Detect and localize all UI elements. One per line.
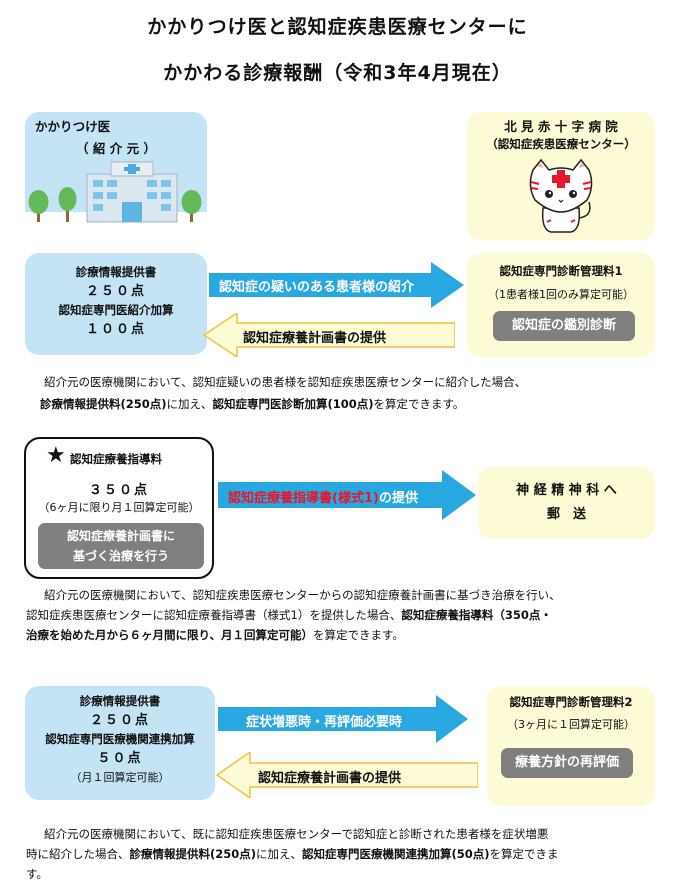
section3-plan-arrow-label: 認知症療養計画書の提供: [258, 771, 402, 786]
section1-plan-arrow: 認知症療養計画書の提供: [203, 313, 455, 357]
page-title-line2: かかわる診療報酬（令和3年4月現在）: [163, 62, 512, 84]
section1-referral-fees: 診療情報提供書 ２５０点 認知症専門医紹介加算 １００点: [25, 253, 207, 355]
section2-guidance-note: （6ヶ月に限り月１回算定可能）: [38, 501, 200, 514]
section2-psychiatry-line1: 神 経 精 神 科 へ: [516, 483, 617, 498]
section1-referral-arrow-label: 認知症の疑いのある患者様の紹介: [219, 280, 415, 295]
page-title-line1: かかりつけ医と認知症疾患医療センターに: [147, 16, 528, 38]
referrer-box: かかりつけ医 （ 紹 介 元 ）: [25, 112, 207, 232]
section2-guidance-box: ★ 認知症療養指導料 ３５０点 （6ヶ月に限り月１回算定可能） 認知症療養計画書…: [24, 437, 214, 579]
section1-para-bold2: 認知症専門医診断加算(100点): [212, 397, 374, 411]
cat-mascot-icon: [529, 158, 593, 233]
section2-treatment-line1: 認知症療養計画書に: [66, 529, 175, 543]
section1-fee2-name: 認知症専門医紹介加算: [58, 303, 174, 317]
section2-guidance-fee: 認知症療養指導料: [70, 452, 162, 466]
section3-para-line1: 紹介元の医療機関において、既に認知症疾患医療センターで認知症と診断された患者様を…: [44, 827, 549, 841]
section3-rereferral-arrow-label: 症状増悪時・再評価必要時: [246, 715, 403, 730]
section3-referral-fees: 診療情報提供書 ２５０点 認知症専門医療機関連携加算 ５０点 （月１回算定可能）: [25, 686, 215, 800]
section3-para-mid: に加え、: [256, 847, 303, 861]
section2-document-arrow: 認知症療養指導書(様式1)の提供: [218, 470, 476, 520]
section3-fee1-points: ２５０点: [89, 713, 150, 728]
section1-diagnosis-fee: 認知症専門診断管理料1: [499, 264, 623, 278]
section1-para-end: を算定できます。: [373, 397, 465, 411]
section3-reassessment-badge: 療養方針の再評価: [501, 748, 633, 778]
section2-para-bold2: 治療を始めた月から６ヶ月間に限り、月１回算定可能）: [26, 628, 314, 642]
center-name: 北 見 赤 十 字 病 院: [504, 119, 618, 134]
section1-diagnosis-box: 認知症専門診断管理料1 （1患者様1回のみ算定可能） 認知症の鑑別診断: [467, 253, 655, 357]
section3-rereferral-arrow: 症状増悪時・再評価必要時: [218, 695, 468, 743]
section1-differential-diagnosis-badge: 認知症の鑑別診断: [493, 311, 635, 341]
section1-para-bold1: 診療情報提供料(250点): [40, 397, 167, 411]
section1-referral-arrow: 認知症の疑いのある患者様の紹介: [209, 262, 464, 308]
section3-diagnosis-note: （3ヶ月に１回算定可能）: [507, 718, 635, 731]
section3-explanation: 紹介元の医療機関において、既に認知症疾患医療センターで認知症と診断された患者様を…: [26, 824, 666, 884]
section3-diagnosis-fee: 認知症専門診断管理料2: [509, 695, 633, 709]
referrer-label: かかりつけ医: [35, 119, 111, 134]
section2-psychiatry-box: 神 経 精 神 科 へ 郵 送: [478, 467, 655, 539]
section2-para-line2: 認知症疾患医療センターに認知症療養指導書（様式1）を提供した場合、: [26, 608, 402, 622]
section3-fee1-name: 診療情報提供書: [79, 694, 161, 708]
section2-treatment-line2: 基づく治療を行う: [72, 549, 169, 563]
section2-guidance-points: ３５０点: [88, 483, 149, 498]
section2-para-end: を算定できます。: [313, 628, 404, 642]
section1-fee1-points: ２５０点: [85, 284, 146, 299]
tree-icon: [28, 187, 202, 222]
section1-explanation: 紹介元の医療機関において、認知症疑いの患者様を認知症疾患医療センターに紹介した場…: [40, 372, 664, 414]
center-box: 北 見 赤 十 字 病 院 （認知症疾患医療センター）: [467, 112, 655, 240]
section2-para-bold1: 認知症療養指導料（350点・: [401, 608, 552, 622]
section2-document-suffix: の提供: [378, 491, 418, 506]
section3-fee2-name: 認知症専門医療機関連携加算: [45, 732, 195, 746]
section3-reassessment-box: 認知症専門診断管理料2 （3ヶ月に１回算定可能） 療養方針の再評価: [487, 686, 655, 806]
section3-para-bold2: 認知症専門医療機関連携加算(50点): [302, 847, 490, 861]
section3-fee2-points: ５０点: [97, 751, 143, 766]
section2-para-line1: 紹介元の医療機関において、認知症疾患医療センターからの認知症療養計画書に基づき治…: [44, 588, 561, 602]
section1-para-mid: に加え、: [166, 397, 213, 411]
section3-para-line2: 時に紹介した場合、: [26, 847, 130, 861]
section3-fee2-note: （月１回算定可能）: [70, 771, 170, 784]
section3-para-bold1: 診療情報提供料(250点): [129, 847, 257, 861]
section1-para-line1: 紹介元の医療機関において、認知症疑いの患者様を認知症疾患医療センターに紹介した場…: [44, 375, 527, 389]
section2-psychiatry-line2: 郵 送: [546, 507, 586, 522]
section2-document-name: 認知症療養指導書(様式1): [228, 491, 379, 506]
section2-explanation: 紹介元の医療機関において、認知症疾患医療センターからの認知症療養計画書に基づき治…: [26, 585, 666, 645]
section3-para-end: を算定できま: [489, 847, 559, 861]
section1-fee2-points: １００点: [85, 322, 146, 337]
star-icon: ★: [46, 443, 66, 468]
hospital-building-icon: [25, 161, 207, 232]
section1-fee1-name: 診療情報提供書: [75, 265, 157, 279]
section3-plan-arrow: 認知症療養計画書の提供: [216, 752, 478, 798]
center-type: （認知症疾患医療センター）: [486, 137, 636, 151]
section2-treatment-badge: 認知症療養計画書に 基づく治療を行う: [38, 523, 204, 569]
section2-document-arrow-label: 認知症療養指導書(様式1)の提供: [228, 487, 418, 506]
section3-para-line3: す。: [26, 867, 48, 881]
section1-plan-arrow-label: 認知症療養計画書の提供: [243, 331, 387, 346]
referrer-sublabel: （ 紹 介 元 ）: [76, 141, 156, 156]
section1-diagnosis-note: （1患者様1回のみ算定可能）: [488, 288, 634, 301]
